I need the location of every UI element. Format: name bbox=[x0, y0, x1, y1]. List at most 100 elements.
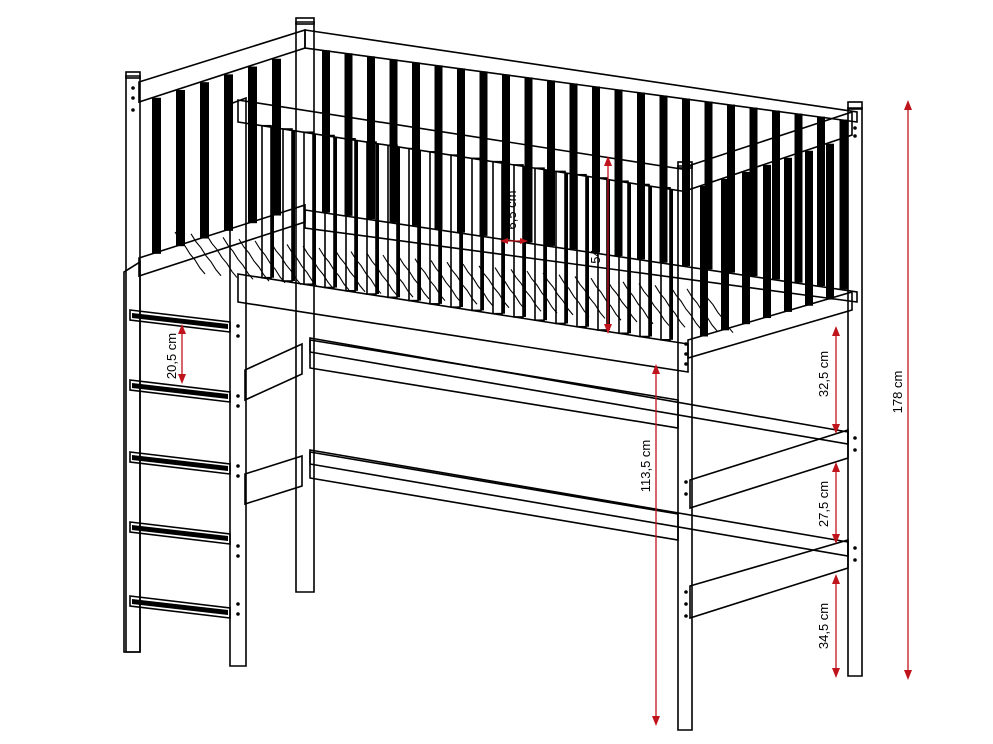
front-slat-shadow bbox=[271, 127, 274, 278]
back-slat bbox=[682, 98, 690, 267]
ladder-left-rail bbox=[123, 260, 141, 653]
left-end-slat bbox=[248, 66, 257, 224]
base-hatch bbox=[542, 272, 574, 316]
bolt-hole bbox=[236, 464, 240, 468]
base-hatch bbox=[430, 260, 462, 303]
bolt-hole bbox=[236, 474, 240, 478]
left-end-slat bbox=[152, 97, 161, 254]
front-slat-shadow bbox=[565, 173, 568, 324]
bolt-hole bbox=[236, 602, 240, 606]
base-hatch bbox=[190, 233, 222, 277]
bolt-hole bbox=[236, 324, 240, 328]
back-slat bbox=[502, 74, 510, 240]
base-hatch bbox=[526, 270, 558, 314]
ladder-step-tread bbox=[132, 383, 228, 399]
bolt-hole bbox=[684, 602, 688, 606]
front-slat-shadow bbox=[439, 153, 442, 304]
bolt-hole bbox=[853, 448, 857, 452]
bolt-hole bbox=[684, 362, 688, 366]
left-end-slat bbox=[224, 74, 233, 231]
bolt-hole bbox=[684, 492, 688, 496]
base-hatch bbox=[302, 245, 334, 289]
back-slat bbox=[367, 56, 375, 220]
ladder-step-tread bbox=[132, 599, 228, 615]
front-under-rail-lower bbox=[309, 451, 679, 541]
front-top-rail bbox=[237, 99, 689, 193]
back-slat bbox=[322, 50, 330, 213]
bolt-hole bbox=[684, 480, 688, 484]
front-left-post bbox=[125, 75, 141, 653]
ladder-step-tread bbox=[132, 455, 228, 471]
ladder-step-tread bbox=[132, 313, 228, 329]
back-slat bbox=[412, 62, 420, 226]
right-end-slat bbox=[721, 178, 729, 331]
front-slat-shadow bbox=[586, 176, 589, 327]
back-left-post bbox=[295, 21, 315, 593]
right-end-slat bbox=[742, 171, 750, 325]
base-hatch bbox=[334, 249, 366, 293]
back-slat bbox=[794, 113, 803, 283]
bolt-hole bbox=[236, 612, 240, 616]
front-side-beam bbox=[237, 273, 689, 373]
front-slat-shadow bbox=[481, 160, 484, 311]
base-hatch bbox=[574, 276, 606, 319]
back-slat bbox=[637, 92, 645, 260]
back-slat bbox=[749, 107, 758, 277]
back-slat bbox=[659, 95, 668, 263]
front-slat-shadow bbox=[355, 140, 358, 291]
front-slat bbox=[261, 124, 272, 279]
front-slat-shadow bbox=[376, 144, 379, 295]
right-under-rail-lower bbox=[689, 538, 849, 620]
front-slat-shadow bbox=[313, 134, 316, 285]
base-hatch bbox=[366, 253, 398, 296]
front-under-rail-upper bbox=[309, 339, 679, 429]
front-slat bbox=[282, 128, 293, 282]
base-hatch bbox=[206, 235, 238, 278]
bolt-hole bbox=[684, 614, 688, 618]
ladder bbox=[123, 260, 231, 653]
front-slat-shadow bbox=[292, 131, 295, 281]
base-hatch bbox=[174, 231, 206, 275]
bolt-hole bbox=[236, 404, 240, 408]
front-slat-shadow bbox=[397, 147, 400, 298]
front-slat-shadow bbox=[418, 150, 421, 301]
base-hatch bbox=[254, 240, 286, 284]
ladder-step bbox=[129, 595, 231, 619]
base-hatch bbox=[670, 286, 702, 330]
right-end-slats bbox=[700, 143, 834, 337]
left-end-slat bbox=[272, 58, 281, 216]
left-end-slat bbox=[176, 89, 185, 247]
bolt-hole bbox=[131, 108, 135, 112]
right-end-slat bbox=[826, 143, 834, 300]
front-slat-shadow bbox=[628, 183, 631, 334]
front-ladder-post bbox=[229, 96, 247, 667]
back-slat bbox=[479, 71, 488, 236]
base-hatch bbox=[590, 277, 622, 321]
bolt-hole bbox=[236, 334, 240, 338]
ladder-step bbox=[129, 521, 231, 545]
back-slat bbox=[569, 83, 578, 250]
bolt-hole bbox=[684, 590, 688, 594]
right-end-slat bbox=[763, 164, 771, 319]
bolt-hole bbox=[236, 394, 240, 398]
dim-rail-height: 54 cm bbox=[588, 228, 603, 263]
base-hatch bbox=[702, 290, 734, 334]
front-slat-shadow bbox=[334, 137, 337, 288]
right-end-slat bbox=[784, 157, 792, 312]
base-hatch bbox=[398, 256, 430, 300]
right-end-slat bbox=[805, 150, 813, 306]
back-slat bbox=[727, 104, 735, 273]
base-hatch bbox=[462, 263, 494, 307]
back-slat bbox=[817, 116, 825, 287]
left-end-slats bbox=[152, 58, 281, 254]
bolt-hole bbox=[684, 352, 688, 356]
dim-upper-gap: 32,5 cm bbox=[816, 351, 831, 397]
bolt-hole bbox=[684, 342, 688, 346]
dim-middle-gap: 27,5 cm bbox=[816, 481, 831, 527]
back-slat bbox=[344, 53, 353, 216]
back-slat bbox=[839, 119, 848, 290]
base-hatch bbox=[494, 267, 526, 310]
back-slat bbox=[547, 80, 555, 246]
